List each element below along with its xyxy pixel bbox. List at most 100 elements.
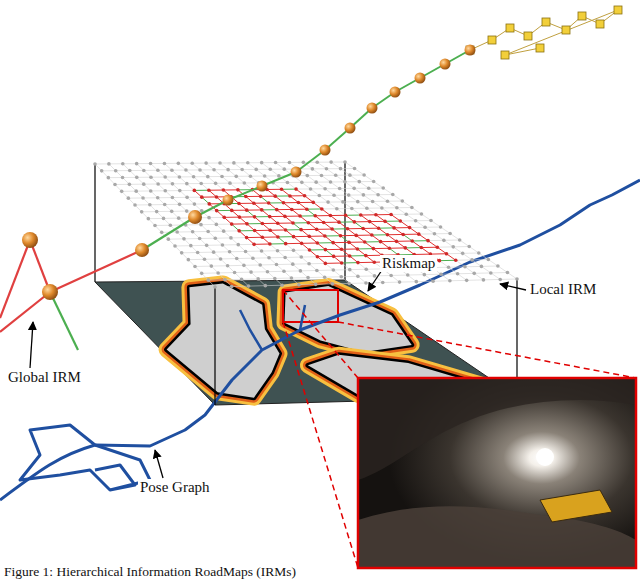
grid-edge [221,258,237,259]
grid-node [337,220,341,224]
grid-node [300,242,304,246]
grid-node [167,237,171,241]
grid-edge [416,220,431,221]
grid-edge [333,242,349,243]
grid-edge [301,256,317,257]
grid-node [173,244,177,248]
grid-node [388,246,392,250]
grid-node [303,194,307,198]
grid-node [178,203,182,207]
grid-edge [194,190,209,191]
grid-node [314,283,318,287]
grid-edge [302,182,316,183]
grid-edge [207,245,223,246]
grid-node [243,181,247,185]
grid-node [276,235,280,239]
grid-node [456,272,460,276]
grid-node [253,215,257,219]
grid-node [171,182,175,186]
grid-node [350,207,354,211]
grid-edge [406,214,421,215]
grid-edge [296,188,311,189]
grid-node [253,229,257,233]
global-edge [228,186,262,200]
grid-node [315,160,319,164]
grid-edge [433,280,450,281]
grid-edge [232,210,247,211]
grid-node [381,186,385,190]
grid-edge [301,229,316,230]
grid-edge [441,273,458,274]
grid-node [140,210,144,214]
grid-node [348,268,352,272]
grid-node [100,169,104,173]
grid-edge [193,231,208,232]
grid-node [260,249,264,253]
grid-edge [129,184,143,185]
grid-edge [270,216,285,217]
grid-node [209,264,213,268]
grid-node [212,250,216,254]
grid-edge [363,228,378,229]
grid-node [163,162,167,166]
grid-node [463,265,467,269]
grid-edge [363,194,378,195]
projection-line [94,164,95,282]
grid-edge [109,163,123,164]
grid-node [419,246,423,250]
grid-edge [276,264,292,265]
grid-edge [270,169,284,170]
grid-node [292,249,296,253]
grid-node [454,258,458,262]
grid-edge [246,251,262,252]
frontier-cube [614,6,622,14]
grid-edge [317,229,332,230]
grid-node [240,168,244,172]
grid-edge [214,251,230,252]
global-edge [50,292,78,350]
grid-edge [293,222,308,223]
cave-ceiling [358,378,636,480]
grid-node [149,162,153,166]
grid-edge [202,196,217,197]
grid-edge [294,236,310,237]
global-edge [0,240,30,318]
local-irm-grid [93,160,519,289]
leader-arrow [155,450,163,478]
grid-node [237,202,241,206]
grid-edge [122,191,137,192]
grid-node [365,206,369,210]
grid-edge [325,249,341,250]
grid-node [435,245,439,249]
grid-node [236,243,240,247]
cave-floor [358,506,636,568]
pose-branch [240,305,305,350]
irm-node [257,181,268,192]
grid-node [489,271,493,275]
grid-node [439,225,443,229]
grid-edge [191,245,207,246]
grid-node [191,230,195,234]
grid-edge [341,248,357,249]
grid-edge [365,241,381,242]
grid-node [371,200,375,204]
irm-node [223,195,234,206]
grid-edge [217,210,232,211]
grid-node [273,277,277,281]
robot-lamp [536,448,554,466]
frontier-cube [542,18,550,26]
grid-node [307,262,311,266]
frontier-cube [562,26,570,34]
grid-edge [150,204,165,205]
grid-edge [391,275,408,276]
grid-edge [317,242,333,243]
grid-edge [187,197,202,198]
grid-node [383,220,387,224]
grid-node [305,174,309,178]
frontier-edge [505,10,618,55]
grid-node [381,281,385,285]
grid-node [368,220,372,224]
grid-node [244,195,248,199]
photo-inset [283,290,636,568]
grid-edge [287,182,301,183]
